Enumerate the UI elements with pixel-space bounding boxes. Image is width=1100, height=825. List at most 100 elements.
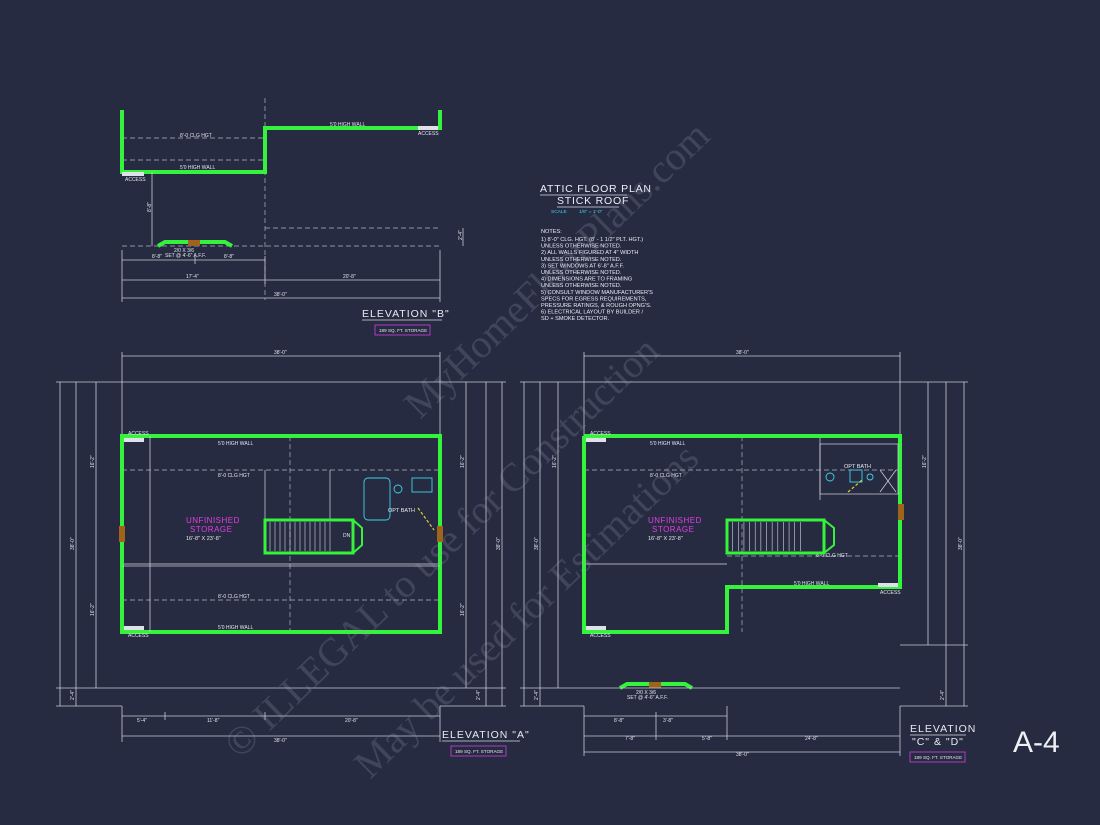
dimension-text: 16'-2": [922, 455, 928, 468]
room-size: 16'-8" X 23'-8": [186, 536, 221, 542]
note-line: UNLESS OTHERWISE NOTED.: [541, 283, 622, 289]
dimension-text: 16'-2": [460, 455, 466, 468]
optional-bath: OPT BATH: [819, 443, 899, 495]
watermark-line: MyHomeFloorPlans.com: [395, 112, 718, 426]
room-name: UNFINISHED: [648, 516, 702, 525]
dimension-text: 7'-8": [625, 736, 635, 742]
room-name: OPT BATH: [844, 464, 871, 470]
note-line: SD + SMOKE DETECTOR.: [541, 316, 610, 322]
elevation-label: ELEVATION "B": [362, 308, 450, 320]
plan-elevation-a: 38'-0" 16'-2" 38'-0" 16'-2" 2'-4" 16'-2"…: [56, 350, 530, 757]
access-label: ACCESS: [590, 633, 611, 639]
notes-list: 1) 8'-0" CLG. HGT. (8' - 1 1/2" PLT. HGT…: [541, 237, 653, 322]
access-label: ACCESS: [590, 431, 611, 437]
drawing-title: ATTIC FLOOR PLAN: [540, 183, 652, 195]
stair-landing: [352, 519, 363, 554]
access-label: ACCESS: [128, 431, 149, 437]
drawing-subtitle: STICK ROOF: [557, 195, 629, 207]
elevation-label: ELEVATION "A": [442, 729, 530, 741]
dimension-text: 16'-2": [552, 455, 558, 468]
dimension-text: 38'-0": [736, 752, 749, 758]
note-line: 5) CONSULT WINDOW MANUFACTURER'S: [541, 290, 653, 296]
sink-icon: [393, 484, 403, 494]
dimension-text: 2'-4": [70, 690, 76, 700]
window-note: SET @ 4'-6" A.F.F.: [165, 253, 206, 259]
dimension-text: 38'-0": [496, 537, 502, 550]
dimension-text: 20'-8": [345, 718, 358, 724]
dimension-text: 24'-8": [805, 736, 818, 742]
shower-mark: [879, 469, 897, 493]
note-line: 1) 8'-0" CLG. HGT. (8' - 1 1/2" PLT. HGT…: [541, 237, 643, 243]
note-line: 6) ELECTRICAL LAYOUT BY BUILDER /: [541, 310, 644, 316]
dimension-text: 5'-8": [702, 736, 712, 742]
elevation-label: "C" & "D": [912, 736, 964, 748]
storage-tag-text: 189 SQ. FT. STORAGE: [455, 749, 503, 754]
title-block: ATTIC FLOOR PLAN STICK ROOF SCALE 1/8" =…: [540, 183, 653, 322]
plan-elevation-cd: 38'-0" 16'-2" 38'-0" 2'-4" 16'-2" 38'-0"…: [520, 350, 975, 763]
window-note: SET @ 4'-6" A.F.F.: [627, 695, 668, 701]
storage-tag: [450, 745, 507, 757]
bath-outline: [819, 443, 899, 495]
note-line: SPECS FOR EGRESS REQUIREMENTS,: [541, 296, 647, 302]
notes-heading: NOTES:: [541, 229, 562, 235]
scale-value: 1/8" = 1'-0": [579, 209, 603, 215]
optional-bath: OPT BATH: [363, 477, 435, 531]
dimension-text: 2'-4": [458, 230, 464, 240]
note-line: 4) DIMENSIONS ARE TO FRAMING: [541, 277, 632, 283]
wall-label: 5'0 HIGH WALL: [218, 625, 253, 631]
note-line: 3) SET WINDOWS AT 6'-8" A.F.F.: [541, 263, 624, 269]
sheet-number: A-4: [1013, 726, 1060, 759]
dimension-text: 16'-2": [90, 603, 96, 616]
dimension-text: 8'-8": [614, 718, 624, 724]
wall-label: 5'0 HIGH WALL: [180, 165, 215, 171]
clg-height-label: 8'-0 CLG HGT: [650, 473, 682, 479]
room-name: OPT BATH: [388, 508, 415, 514]
dimension-text: 38'-0": [534, 537, 540, 550]
note-line: 2) ALL WALLS FIGURED AT 4" WIDTH: [541, 250, 638, 256]
access-label: ACCESS: [128, 633, 149, 639]
dimension-text: 38'-0": [274, 350, 287, 356]
window-marker: [188, 240, 200, 246]
stair-label: DN: [343, 533, 351, 539]
dimension-text: 38'-0": [736, 350, 749, 356]
dimension-text: 16'-2": [460, 603, 466, 616]
dimension-text: 20'-8": [343, 274, 356, 280]
access-marker: [124, 438, 144, 442]
scale-label: SCALE: [551, 209, 567, 215]
vanity-icon: [411, 477, 433, 493]
storage-tag-text: 189 SQ. FT. STORAGE: [379, 328, 427, 333]
dimension-text: 5'-4": [137, 718, 147, 724]
dimension-text: 8'-8": [224, 254, 234, 260]
clg-height-label: 8'-0 CLG HGT: [816, 553, 848, 559]
access-marker: [122, 172, 144, 176]
access-marker: [418, 126, 438, 130]
access-label: ACCESS: [125, 177, 146, 183]
access-label: ACCESS: [880, 590, 901, 596]
wall-outline: [120, 110, 442, 174]
access-marker: [124, 626, 144, 630]
clg-height-label: 8'-0 CLG HGT: [180, 133, 212, 139]
stair-outline: [263, 518, 355, 555]
stair-treads: [269, 522, 331, 551]
room-name: STORAGE: [652, 525, 694, 534]
access-marker: [586, 438, 606, 442]
dimension-text: 2'-4": [940, 690, 946, 700]
dimension-text: 11'-8": [207, 718, 220, 724]
window-note: 2/0 X 3/6: [174, 248, 194, 254]
door-swing: [847, 479, 863, 493]
stair-outline: [725, 518, 826, 555]
dimension-text: 17'-4": [186, 274, 199, 280]
note-line: UNLESS OTHERWISE NOTED.: [541, 244, 622, 250]
wall-label: 5'0 HIGH WALL: [218, 441, 253, 447]
toilet-icon: [849, 469, 863, 483]
storage-tag: [909, 751, 966, 763]
stairs: DN: [263, 518, 363, 555]
stairs: [725, 518, 835, 555]
access-label: ACCESS: [418, 131, 439, 137]
window-note: 2/0 X 3/6: [636, 690, 656, 696]
clg-height-label: 8'-0 CLG HGT: [218, 473, 250, 479]
dimension-text: 2'-4": [476, 690, 482, 700]
window-marker: [649, 682, 661, 688]
note-line: UNLESS OTHERWISE NOTED.: [541, 257, 622, 263]
